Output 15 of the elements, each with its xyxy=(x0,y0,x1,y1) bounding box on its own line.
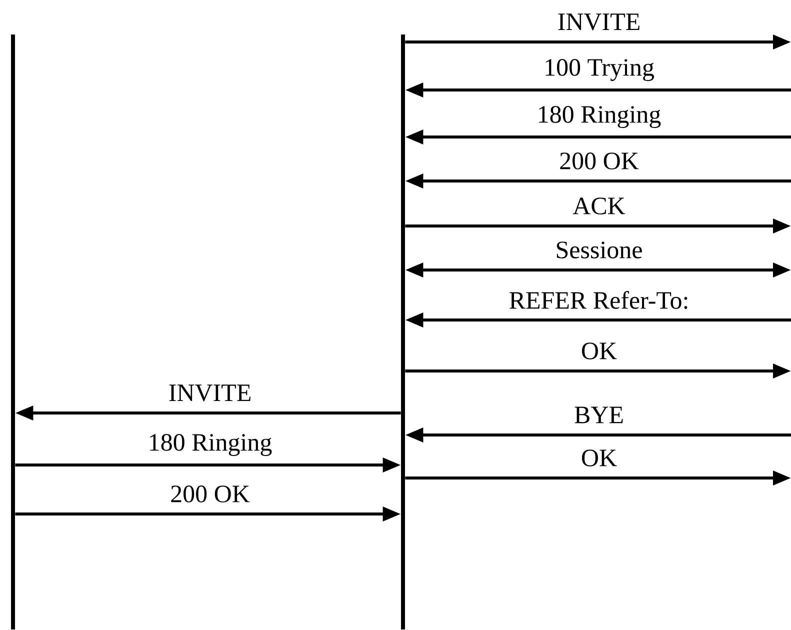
lifeline xyxy=(11,34,15,630)
edge-label: 180 Ringing xyxy=(536,106,662,128)
edge-label: 200 OK xyxy=(170,486,250,502)
edge-label: BYE xyxy=(574,406,624,424)
edge-label: REFER Refer-To: xyxy=(508,291,690,309)
edge-label: 180 Ringing xyxy=(148,434,272,456)
edge-label: OK xyxy=(580,450,618,466)
edge-label: 100 Trying xyxy=(544,58,654,81)
edge-label: ACK xyxy=(572,198,626,214)
edge-label: OK xyxy=(580,342,618,360)
edge-label: INVITE xyxy=(557,14,641,30)
edge-label: INVITE xyxy=(168,384,252,402)
edge-label: Sessione xyxy=(555,242,643,258)
edge-label: 200 OK xyxy=(559,152,639,170)
lifeline xyxy=(401,34,405,630)
